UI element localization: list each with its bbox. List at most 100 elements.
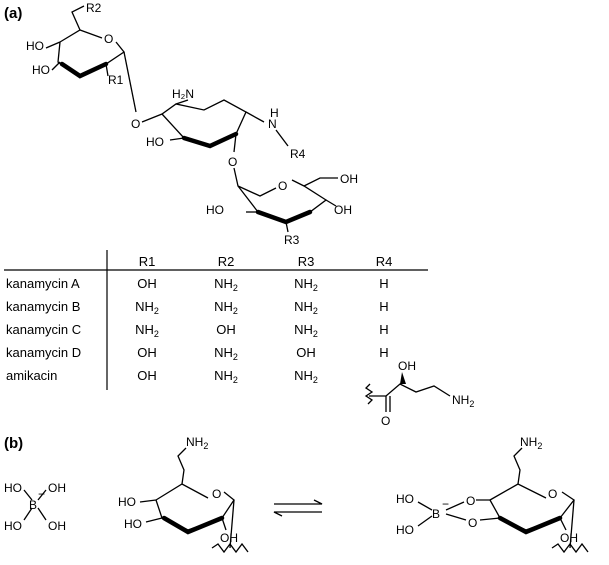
glycosidic-bond-bottom: [233, 133, 237, 153]
header-r4: R4: [376, 254, 393, 269]
r4-bond: [275, 129, 289, 147]
bottom-ring-bold-edge: [255, 209, 313, 225]
atom-h2n: H₂N: [172, 87, 194, 101]
atom-r4: R4: [290, 147, 306, 161]
row-compound-name: kanamycin D: [6, 345, 81, 360]
atom-ring-o: O: [104, 32, 113, 46]
side-chain-bonds: [369, 383, 451, 397]
cell-r2: NH2: [214, 345, 238, 362]
atom-ch2oh: OH: [340, 172, 358, 186]
atom-ho-3: HO: [146, 135, 164, 149]
table-row: kanamycin C NH2 OH NH2 H: [6, 322, 389, 339]
atom-left-ring-o: O: [212, 487, 221, 501]
atom-nh-h: H: [270, 106, 279, 120]
atom-ester-ho-2: HO: [396, 523, 414, 537]
equilibrium-arrows: [273, 499, 323, 517]
cell-r3: NH2: [294, 299, 318, 316]
sugar-left-wavy: [211, 542, 249, 554]
central-ring-bold-edge: [181, 131, 239, 149]
sugar-left-anomeric: [229, 499, 235, 549]
r3-bond: [285, 221, 289, 233]
atom-ester-ho-1: HO: [396, 492, 414, 506]
header-r1: R1: [139, 254, 156, 269]
atom-ester-o-2: O: [468, 516, 477, 530]
cell-r3: OH: [296, 345, 316, 360]
wavy-attachment: [364, 383, 374, 405]
atom-bottom-ring-o: O: [278, 179, 287, 193]
atom-ho-2: HO: [32, 63, 50, 77]
atom-left-ho-2: HO: [124, 517, 142, 531]
ring-bold-edge: [59, 61, 109, 79]
atom-boron-charge: −: [38, 487, 45, 501]
atom-left-ho-1: HO: [118, 495, 136, 509]
sugar-left-ring: [155, 483, 235, 531]
glycosidic-bond-top: [123, 51, 137, 113]
reverse-arrow: [273, 511, 322, 517]
bottom-sugar-ring: O OH OH HO R3: [206, 167, 358, 247]
h2n-bond: [175, 99, 189, 105]
table-row: kanamycin D OH NH2 OH H: [6, 345, 389, 362]
atom-ho-1: HO: [26, 39, 44, 53]
top-sugar-ring: R2 O HO HO R1: [26, 1, 137, 113]
forward-arrow: [274, 499, 323, 505]
boric-acid: B − HO OH HO OH: [4, 481, 66, 533]
cell-r4: H: [379, 322, 388, 337]
row-compound-name: kanamycin B: [6, 299, 80, 314]
ch2oh-bond: [303, 177, 338, 187]
cell-r4: H: [379, 276, 388, 291]
atom-ho-4: HO: [206, 203, 224, 217]
atom-left-oh: OH: [220, 531, 238, 545]
header-r3: R3: [298, 254, 315, 269]
ester-ring-bold-edge: [497, 515, 563, 535]
ester-o-bonds: [476, 499, 501, 521]
panel-b-label: (b): [4, 435, 23, 452]
atom-ester-nh2: NH2: [520, 435, 542, 451]
atom-linker-o-bottom: O: [228, 155, 237, 169]
atom-r3: R3: [284, 233, 300, 247]
cell-r1: OH: [137, 345, 157, 360]
cell-r1: OH: [137, 368, 157, 383]
atom-ester-boron-charge: −: [442, 497, 449, 511]
cell-r2: NH2: [214, 299, 238, 316]
atom-side-nh2: NH2: [452, 393, 474, 409]
bottom-ring-bonds: [233, 167, 328, 223]
ester-b-oh-bonds: [417, 501, 433, 527]
sugar-left-ho-2: [145, 517, 163, 523]
cell-r3: NH2: [294, 322, 318, 339]
sugar-left: O NH2 HO HO OH: [118, 435, 249, 554]
row-compound-name: kanamycin C: [6, 322, 81, 337]
ester-ch2nh2: [513, 447, 523, 485]
ho-bond-1: [45, 41, 61, 49]
atom-boric-oh-2: OH: [48, 481, 66, 495]
atom-linker-o-top: O: [131, 117, 140, 131]
cell-r3: NH2: [294, 276, 318, 293]
atom-nh: N: [268, 117, 277, 131]
header-r2: R2: [218, 254, 235, 269]
cell-r4: H: [379, 345, 388, 360]
ester-oh: [559, 517, 567, 531]
atom-boric-oh-1: HO: [4, 481, 22, 495]
cell-r1: NH2: [135, 299, 159, 316]
panel-a-label: (a): [4, 5, 22, 22]
table-headers: R1 R2 R3 R4: [139, 254, 393, 269]
cell-r1: NH2: [135, 322, 159, 339]
r1-bond: [105, 63, 109, 77]
atom-r2: R2: [86, 1, 102, 15]
row-compound-name: amikacin: [6, 368, 57, 383]
atom-side-oh: OH: [398, 359, 416, 373]
amikacin-side-chain: OH O NH2: [364, 359, 474, 428]
r2-chain: [71, 5, 85, 31]
cell-r2: OH: [216, 322, 236, 337]
cell-r2: NH2: [214, 276, 238, 293]
boric-acid-bonds: [23, 489, 47, 521]
atom-r1: R1: [108, 73, 124, 87]
atom-ester-ring-o: O: [548, 487, 557, 501]
atom-left-nh2: NH2: [186, 435, 208, 451]
sugar-left-ho-1: [139, 499, 157, 503]
